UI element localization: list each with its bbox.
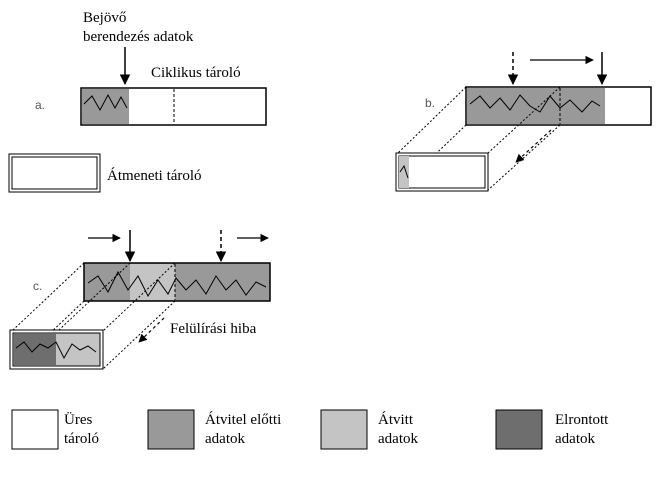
data-before-transfer-b — [467, 88, 605, 124]
section-b: b. — [395, 52, 652, 192]
waveform-a — [83, 93, 128, 112]
overwrite-error-label: Felülírási hiba — [170, 321, 257, 337]
legend-empty-line1: Üres — [64, 411, 92, 428]
legend-transferred-line2: adatok — [378, 431, 418, 447]
temp-buffer-label: Átmeneti tároló — [107, 167, 202, 184]
legend-swatch-corrupted — [495, 409, 543, 450]
projection-line-c5 — [102, 300, 176, 370]
legend-swatch-transferred — [320, 409, 368, 450]
waveform-b — [469, 94, 601, 113]
legend-transferred: Átvitt adatok — [320, 409, 418, 450]
transferred-data-b — [399, 156, 409, 188]
section-c: c. Felülírási hiba — [9, 230, 271, 370]
projection-line-c4 — [102, 262, 176, 332]
projection-line-c1 — [11, 262, 85, 332]
section-a-label: a. — [35, 98, 45, 112]
projection-line-c3 — [57, 262, 131, 332]
legend-corrupted-line2: adatok — [555, 431, 595, 447]
waveform-c — [87, 270, 267, 298]
cyclic-buffer-c — [83, 262, 271, 302]
transfer-arrow-c — [138, 317, 165, 343]
legend-corrupted: Elrontott adatok — [495, 409, 609, 450]
temp-buffer-a: Átmeneti tároló — [8, 153, 202, 193]
temp-buffer-b-inner — [398, 155, 486, 189]
waveform-temp-b — [399, 164, 409, 179]
section-b-label: b. — [425, 96, 435, 110]
incoming-data-label-line2: berendezés adatok — [83, 29, 194, 45]
legend: Üres tároló Átvitel előtti adatok Átvitt… — [11, 409, 609, 450]
legend-swatch-empty — [11, 409, 59, 450]
waveform-temp-c — [15, 341, 97, 360]
incoming-data-label-line1: Bejövő — [83, 10, 126, 26]
projection-line-b4 — [487, 124, 561, 191]
temp-buffer-inner — [11, 156, 98, 190]
transfer-arrow-b — [515, 129, 552, 163]
legend-before: Átvitel előtti adatok — [147, 409, 281, 450]
section-a: Bejövő berendezés adatok Ciklikus tároló… — [35, 10, 267, 126]
legend-empty-line2: tároló — [64, 431, 99, 447]
cyclic-buffer-label: Ciklikus tároló — [151, 65, 241, 81]
legend-corrupted-line1: Elrontott — [555, 412, 609, 428]
legend-swatch-before — [147, 409, 195, 450]
data-before-transfer-a — [82, 89, 129, 124]
legend-empty: Üres tároló — [11, 409, 99, 450]
section-c-label: c. — [33, 279, 42, 293]
projection-line-b3 — [487, 86, 561, 154]
legend-before-line2: adatok — [205, 431, 245, 447]
legend-transferred-line1: Átvitt — [378, 411, 414, 428]
legend-before-line1: Átvitel előtti — [205, 411, 281, 428]
